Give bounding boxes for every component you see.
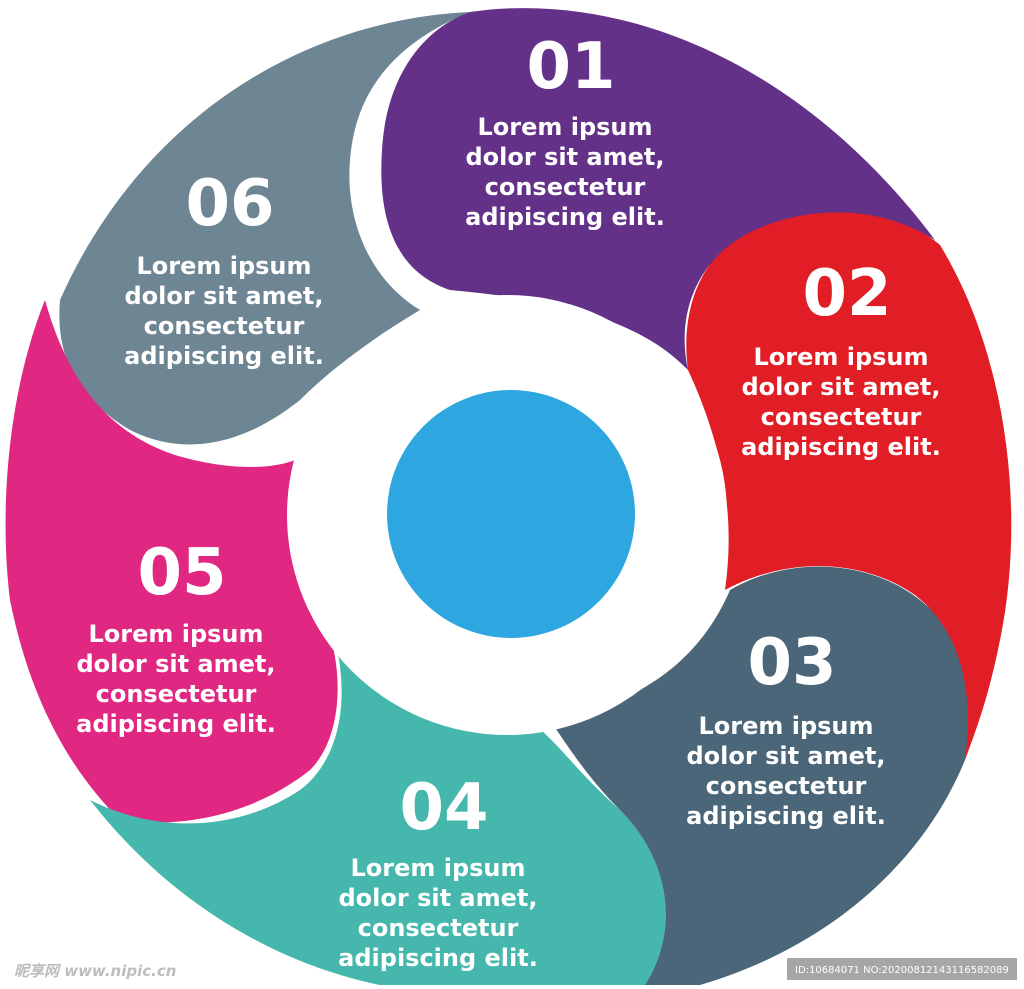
segment-04-line-4: adipiscing elit. xyxy=(338,944,538,972)
segment-05-line-3: consectetur xyxy=(96,680,257,708)
segment-03-line-4: adipiscing elit. xyxy=(686,802,886,830)
segment-06-line-3: consectetur xyxy=(144,312,305,340)
segment-06-line-1: Lorem ipsum xyxy=(136,252,311,280)
watermark-left: 昵享网 www.nipic.cn xyxy=(14,962,176,980)
segment-03: 03 Lorem ipsum dolor sit amet, consectet… xyxy=(550,566,974,985)
segment-02-number: 02 xyxy=(802,257,891,331)
segment-05-shape xyxy=(5,300,338,823)
segment-04-line-3: consectetur xyxy=(358,914,519,942)
segment-04-line-1: Lorem ipsum xyxy=(350,854,525,882)
segment-01-number: 01 xyxy=(526,30,615,104)
segment-03-line-1: Lorem ipsum xyxy=(698,712,873,740)
segment-02-shape xyxy=(686,211,1012,761)
watermark-right: ID:10684071 NO:20200812143116582089 xyxy=(795,965,1009,976)
segment-05-number: 05 xyxy=(137,536,226,610)
segment-02-line-3: consectetur xyxy=(761,403,922,431)
segment-06-line-2: dolor sit amet, xyxy=(125,282,324,310)
segment-02: 02 Lorem ipsum dolor sit amet, consectet… xyxy=(686,211,1012,761)
segment-03-line-3: consectetur xyxy=(706,772,867,800)
segment-06-number: 06 xyxy=(185,167,274,241)
center-circle xyxy=(387,390,635,638)
segment-01-shape xyxy=(381,8,935,370)
segment-05-line-4: adipiscing elit. xyxy=(76,710,276,738)
segment-02-line-2: dolor sit amet, xyxy=(742,373,941,401)
segment-05-line-1: Lorem ipsum xyxy=(88,620,263,648)
segment-05: 05 Lorem ipsum dolor sit amet, consectet… xyxy=(5,300,338,823)
segment-05-line-2: dolor sit amet, xyxy=(77,650,276,678)
segment-06: 06 Lorem ipsum dolor sit amet, consectet… xyxy=(59,12,471,445)
segment-01-line-1: Lorem ipsum xyxy=(477,113,652,141)
segment-01-line-2: dolor sit amet, xyxy=(466,143,665,171)
segment-04-number: 04 xyxy=(399,771,488,845)
segment-03-line-2: dolor sit amet, xyxy=(687,742,886,770)
segment-06-shape xyxy=(59,12,471,445)
segment-01-line-3: consectetur xyxy=(485,173,646,201)
segment-03-shape xyxy=(550,566,974,985)
segment-01: 01 Lorem ipsum dolor sit amet, consectet… xyxy=(381,8,935,370)
segment-03-number: 03 xyxy=(747,626,836,700)
segment-04-line-2: dolor sit amet, xyxy=(339,884,538,912)
segment-06-line-4: adipiscing elit. xyxy=(124,342,324,370)
segment-01-line-4: adipiscing elit. xyxy=(465,203,665,231)
segment-02-line-1: Lorem ipsum xyxy=(753,343,928,371)
watermark-right-bg xyxy=(787,958,1017,980)
segment-02-line-4: adipiscing elit. xyxy=(741,433,941,461)
